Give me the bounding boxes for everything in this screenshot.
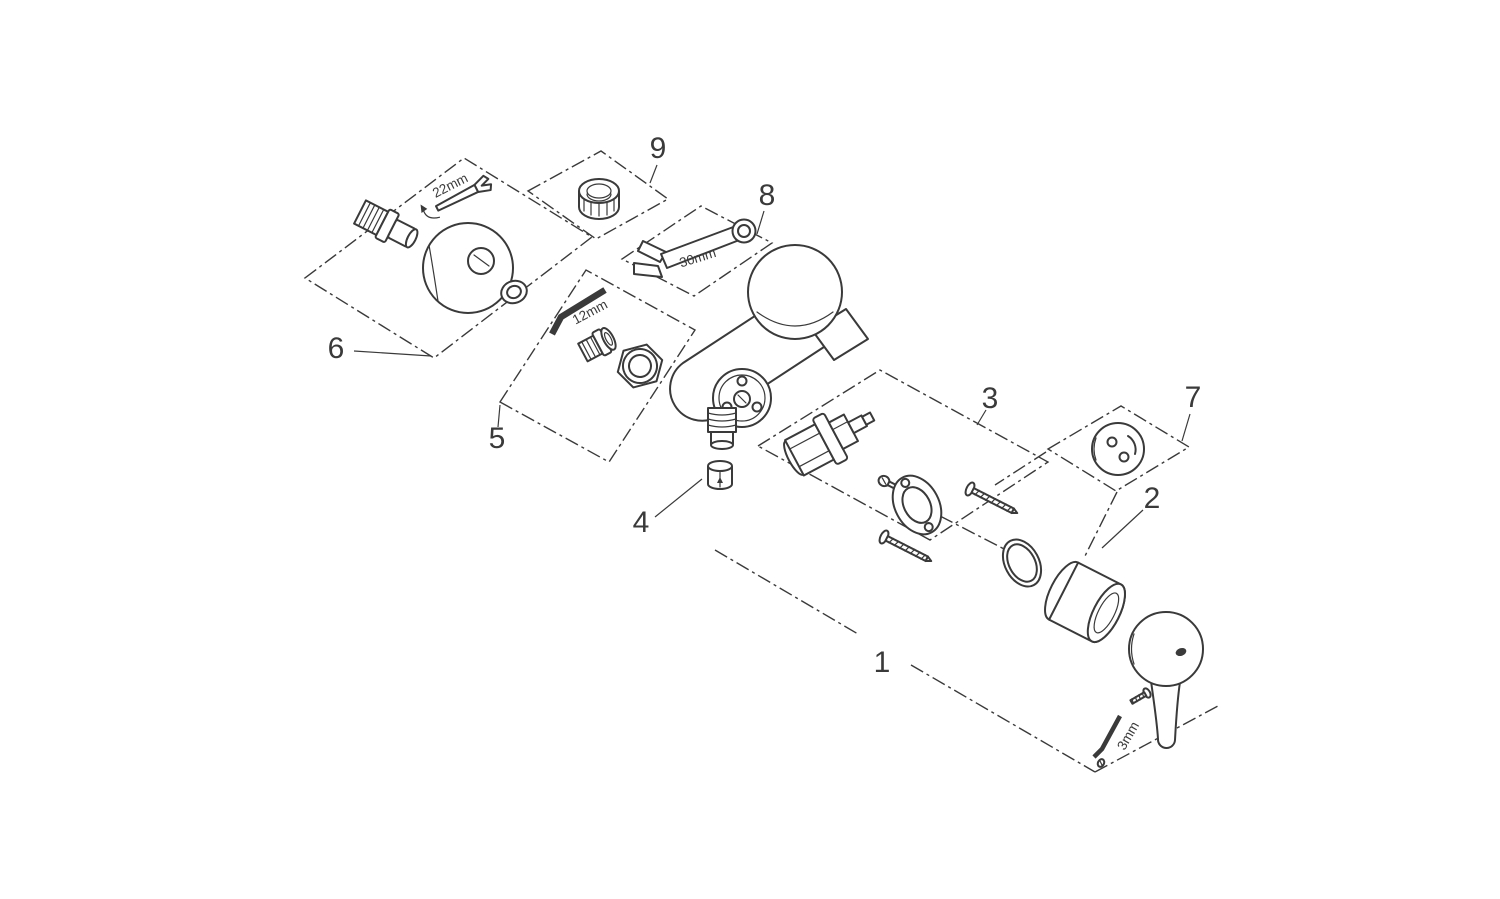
mounting-flange-drawing: [891, 474, 943, 536]
group-9-outline: [526, 150, 670, 240]
part-label-3: 3: [982, 382, 999, 415]
rotation-arrow-icon: [420, 204, 428, 213]
group-1-outline-b: [910, 664, 1096, 773]
sleeve-drawing: [1044, 560, 1126, 644]
mixer-body-drawing: [669, 244, 869, 450]
group-1-outline-c: [1094, 705, 1219, 773]
leader-line-7: [1181, 413, 1191, 442]
outlet-thread-drawing: [707, 407, 737, 450]
part-label-9: 9: [650, 132, 667, 165]
part-label-4: 4: [633, 506, 650, 539]
leader-line-9: [649, 164, 658, 184]
handle-indicator-dot: [1175, 647, 1187, 657]
wrench-22mm-drawing: 22mm: [420, 170, 493, 219]
handle-screw-drawing: [1129, 687, 1152, 705]
tool-label-3mm: 3mm: [1114, 719, 1142, 752]
hex-key-12mm-drawing: 12mm: [549, 287, 610, 336]
escutcheon-drawing: [422, 222, 514, 314]
part-label-2: 2: [1144, 482, 1161, 515]
leader-line-3: [976, 409, 987, 426]
wrench-30mm-drawing: 30mm: [633, 218, 757, 278]
part-label-5: 5: [489, 422, 506, 455]
group-1-outline-a: [714, 549, 859, 635]
part-label-7: 7: [1185, 381, 1202, 414]
cover-cap-drawing: [1091, 422, 1145, 476]
washer-drawing: [500, 279, 528, 305]
leader-line-4: [654, 478, 703, 518]
fixing-screw-1: [962, 480, 1022, 521]
group-8-outline: [620, 205, 774, 297]
grub-screw-drawing: [1096, 758, 1106, 768]
group-5-outline: [499, 269, 696, 463]
group-7-outline: [1046, 405, 1191, 492]
part-label-1: 1: [874, 646, 891, 679]
group-3-outline: [756, 369, 1050, 541]
leader-line-8: [756, 210, 765, 235]
cartridge-screw-drawing: [877, 474, 900, 491]
leader-line-2: [1101, 509, 1144, 549]
check-valve-drawing: [577, 327, 617, 363]
mousseur-insert-drawing: [707, 460, 733, 490]
cartridge-drawing: [783, 411, 876, 477]
leader-line-5: [497, 404, 501, 428]
lever-handle-drawing: [1128, 611, 1204, 749]
axis-line-cap: [994, 451, 1047, 486]
connection-nipple-drawing: [353, 199, 419, 249]
union-nut-drawing: [616, 343, 664, 389]
part-label-6: 6: [328, 332, 345, 365]
group-6-outline: [303, 157, 594, 359]
leader-line-6: [353, 350, 432, 357]
axis-line-flange: [939, 515, 1046, 571]
part-label-8: 8: [759, 179, 776, 212]
adapter-nut-drawing: [578, 178, 620, 220]
axis-line-sleeve: [1084, 491, 1118, 557]
o-ring-drawing: [1001, 538, 1043, 588]
